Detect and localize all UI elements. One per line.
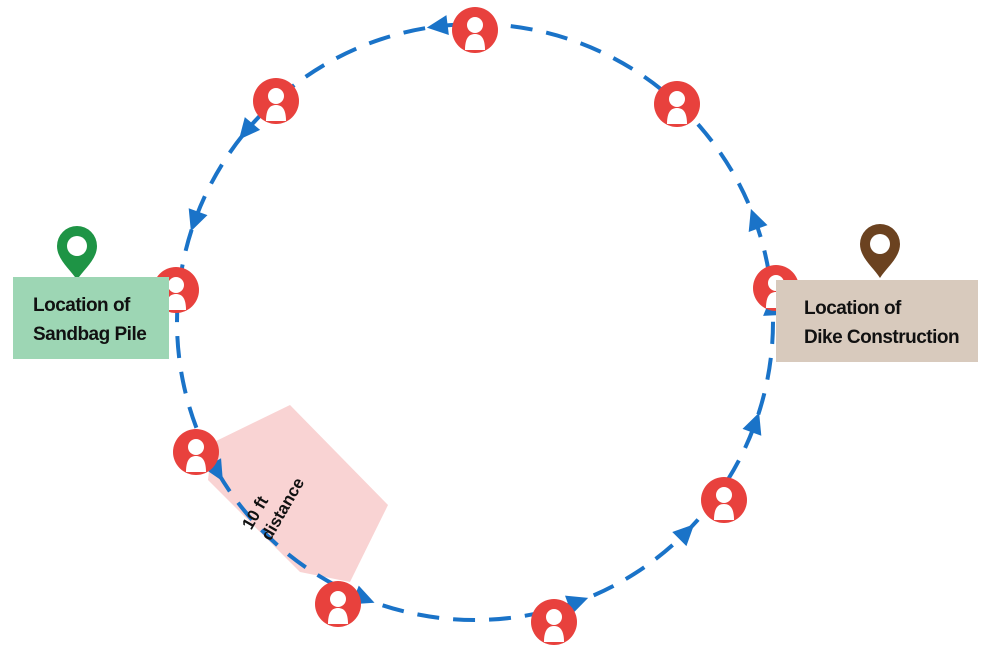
person-icon [701, 477, 747, 523]
dike-label-line2: Dike Construction [804, 327, 960, 348]
distance-wedge [208, 405, 388, 582]
dike-pin-icon [860, 224, 900, 278]
people-markers [153, 7, 799, 645]
dike-construction-label: Location of Dike Construction [776, 280, 978, 362]
arrow-icon [203, 458, 223, 482]
arrow-icon [742, 412, 762, 436]
arrow-icon [188, 208, 208, 232]
sandbag-label-line1: Location of [33, 295, 130, 316]
person-icon [654, 81, 700, 127]
sandbag-label-line2: Sandbag Pile [33, 324, 147, 345]
person-icon [452, 7, 498, 53]
dike-label-line1: Location of [804, 298, 901, 319]
relay-path [175, 22, 775, 622]
arrow-icon [426, 15, 449, 36]
person-icon [315, 581, 361, 627]
person-icon [253, 78, 299, 124]
arrow-icon [238, 117, 261, 140]
arrow-icon [672, 524, 695, 547]
sandbag-pile-label: Location of Sandbag Pile [13, 277, 169, 359]
person-icon [173, 429, 219, 475]
arrow-icon [748, 208, 768, 232]
person-icon [531, 599, 577, 645]
sandbag-pin-icon [57, 226, 97, 280]
